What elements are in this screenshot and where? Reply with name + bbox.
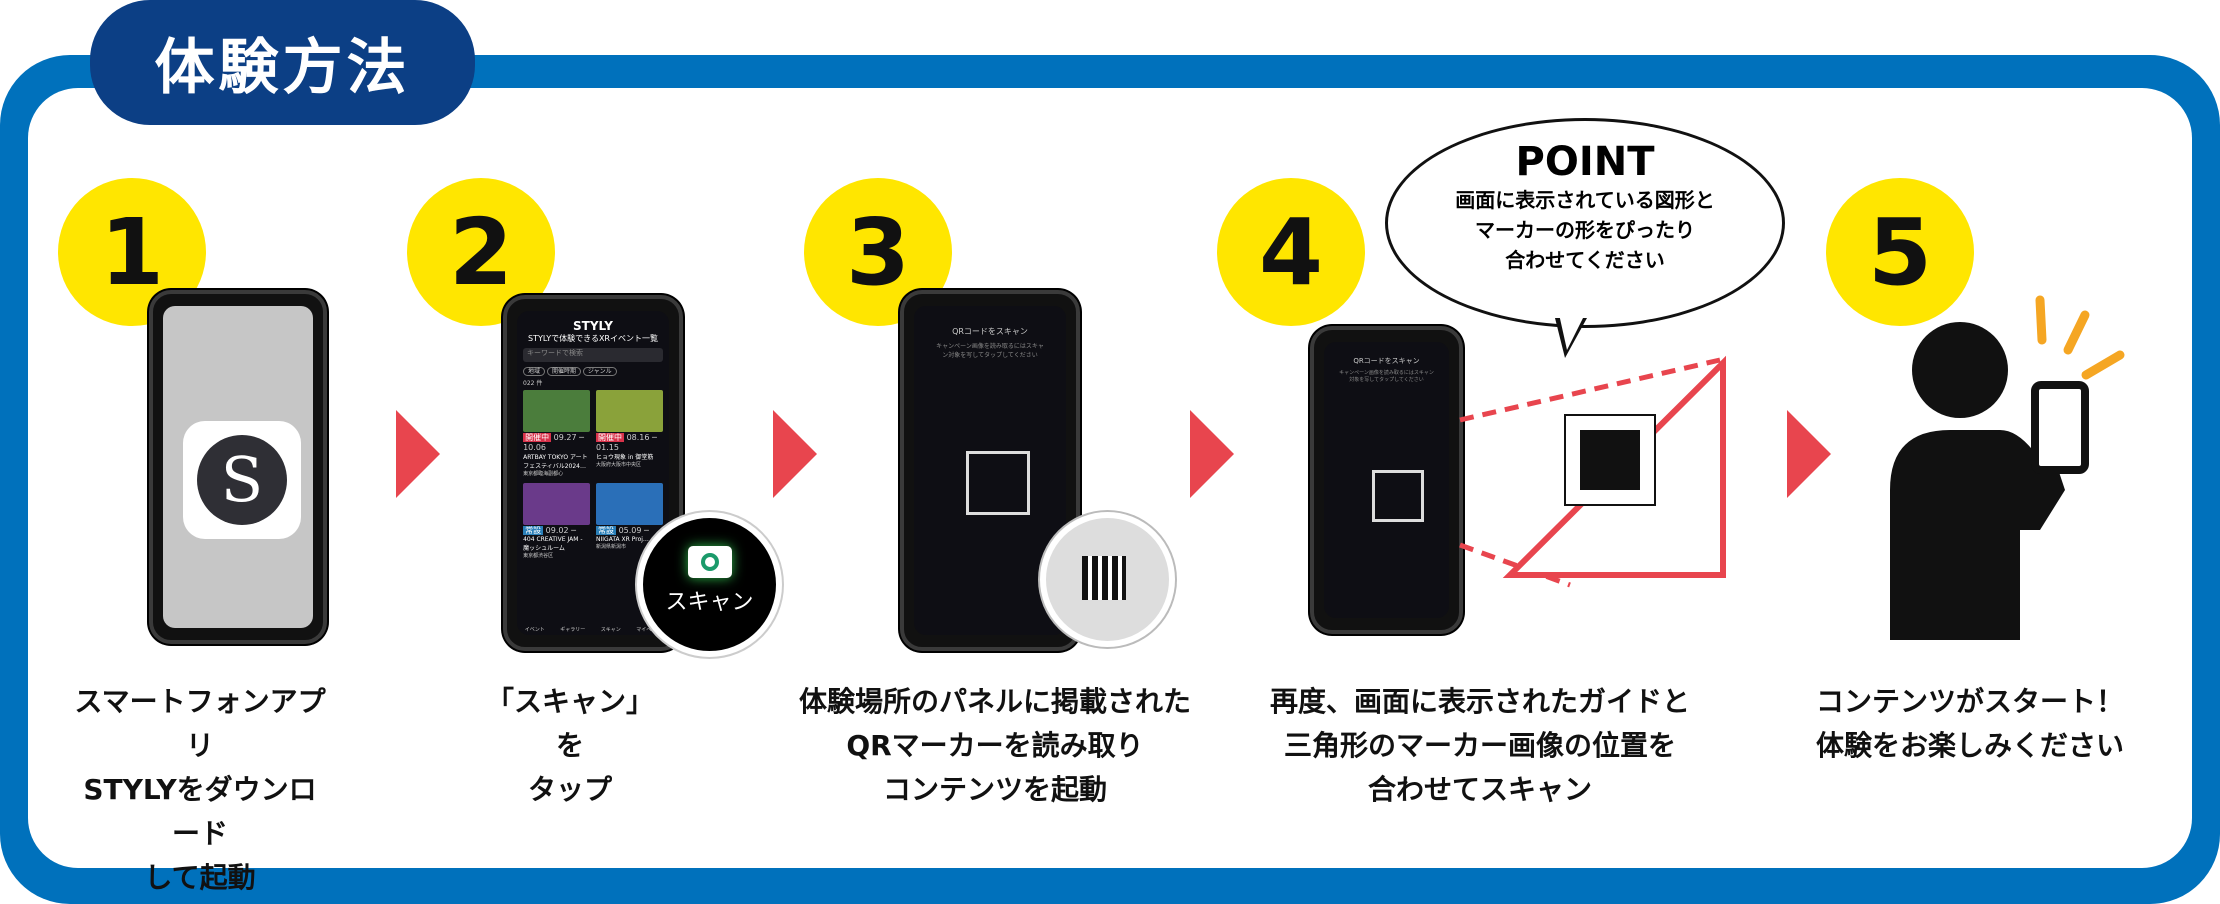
content-panel: [28, 88, 2192, 868]
scan-title: QRコードをスキャン: [1353, 357, 1420, 365]
event-dates: 05.09 ─: [618, 526, 649, 536]
event-place: 新潟県新潟市: [596, 544, 627, 551]
event-place: 東京都渋谷区: [523, 553, 554, 560]
arrow-right-icon: [773, 410, 817, 498]
filter-period[interactable]: 開催時期: [546, 367, 581, 376]
event-title: NIIGATA XR Proj…: [596, 536, 649, 544]
scan-hint: キャンペーン画像を読み取るにはスキャン対象を写してタップしてください: [1339, 370, 1434, 383]
arrow-right-icon: [1190, 410, 1234, 498]
person-with-phone-icon: [1890, 295, 2125, 640]
bottom-nav: イベント ギャラリー スキャン マイページ: [517, 626, 669, 633]
step-number-5: 5: [1826, 178, 1974, 326]
qr-marker-callout: [1040, 512, 1175, 647]
step1-caption: スマートフォンアプリ STYLYをダウンロード して起動: [74, 685, 326, 894]
status-badge: 常設: [523, 526, 544, 536]
scan-hint: キャンペーン画像を読み取るにはスキャン対象を写してタップしてください: [936, 343, 1044, 359]
scan-label: スキャン: [665, 590, 754, 615]
filter-genre[interactable]: ジャンル: [582, 367, 617, 376]
nav-gallery[interactable]: ギャラリー: [560, 627, 586, 633]
filter-region[interactable]: 地域: [523, 367, 546, 376]
event-dates: 09.27 ─ 10.06: [523, 433, 584, 453]
phone-step4: QRコードをスキャン キャンペーン画像を読み取るにはスキャン対象を写してタップし…: [1310, 326, 1463, 634]
step3-caption: 体験場所のパネルに掲載された QRマーカーを読み取り コンテンツを起動: [798, 685, 1191, 806]
event-place: 大阪府大阪市中央区: [596, 462, 642, 469]
step5-caption: コンテンツがスタート！ 体験をお楽しみください: [1815, 685, 2124, 762]
step-number-3: 3: [804, 178, 952, 326]
app-heading: STYLYで体験できるXRイベント一覧: [527, 334, 658, 343]
nav-scan[interactable]: スキャン: [600, 627, 621, 633]
scan-frame: [966, 451, 1030, 515]
arrow-right-icon: [396, 410, 440, 498]
arrow-right-icon: [1787, 410, 1831, 498]
scan-title: QRコードをスキャン: [952, 327, 1028, 336]
point-bubble: POINT 画面に表示されている図形と マーカーの形をぴったり 合わせてください: [1385, 118, 1785, 328]
event-title: ARTBAY TOKYO アートフェスティバル2024…: [523, 454, 588, 471]
search-input[interactable]: キーワードで検索: [523, 348, 663, 362]
event-place: 東京都臨海副都心: [523, 471, 564, 478]
styly-app-icon[interactable]: S: [183, 421, 301, 539]
status-badge: 開催中: [523, 433, 552, 443]
result-count: 022 件: [523, 380, 543, 387]
nav-mypage[interactable]: マイページ: [636, 627, 662, 633]
event-card[interactable]: 常設 09.02 ─404 CREATIVE JAM - 魔ッシュルーム東京都渋…: [523, 483, 590, 559]
app-logo: STYLY: [573, 319, 613, 333]
scan-button-callout[interactable]: スキャン: [637, 512, 782, 657]
event-dates: 08.16 ─ 01.15: [596, 433, 657, 453]
event-card[interactable]: 常設 05.09 ─NIIGATA XR Proj…新潟県新潟市: [596, 483, 663, 550]
camera-icon: [687, 546, 732, 578]
event-title: 404 CREATIVE JAM - 魔ッシュルーム: [523, 536, 583, 553]
nav-events[interactable]: イベント: [524, 627, 545, 633]
step-number-4: 4: [1217, 178, 1365, 326]
point-text: 画面に表示されている図形と マーカーの形をぴったり 合わせてください: [1455, 188, 1715, 272]
phone-step1: S: [149, 290, 327, 644]
bubble-tail-fill: [1559, 314, 1585, 350]
page-title: 体験方法: [90, 0, 475, 125]
step4-caption: 再度、画面に表示されたガイドと 三角形のマーカー画像の位置を 合わせてスキャン: [1269, 685, 1690, 806]
qr-code-icon: [1082, 556, 1126, 600]
event-title: ヒョウ現象 in 御堂筋: [596, 454, 654, 462]
point-title: POINT: [1515, 139, 1655, 185]
triangle-marker: [1459, 355, 1726, 588]
event-dates: 09.02 ─: [545, 526, 576, 536]
step2-caption: 「スキャン」を タップ: [485, 685, 654, 806]
scan-frame: [1372, 470, 1424, 522]
status-badge: 常設: [596, 526, 617, 536]
status-badge: 開催中: [596, 433, 625, 443]
